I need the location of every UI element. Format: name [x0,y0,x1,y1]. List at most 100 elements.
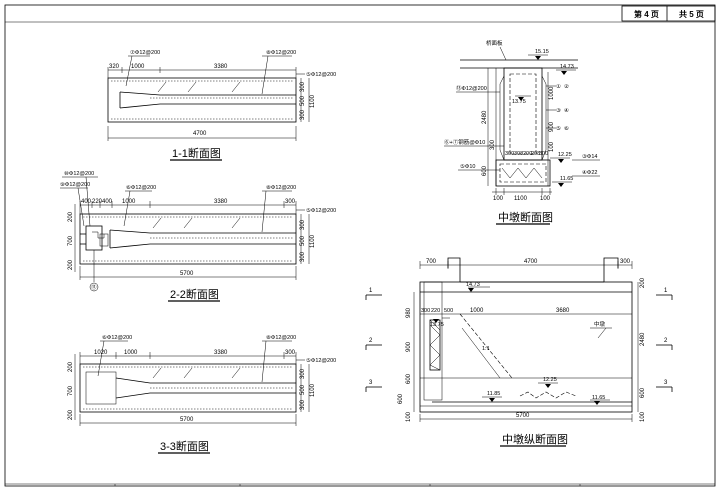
pier-el-1473: 14.73 [560,64,574,70]
section-2-2: 400 220 400 1000 3380 300 ⑩Φ12@200 ⑨Φ12@… [60,170,336,302]
longit-right-parapet [603,257,619,282]
pier-el-1375-mark [518,97,524,101]
section-2-2-dim-500r: 500 [300,235,306,246]
section-3-3-dim-300: 300 [285,350,296,356]
page-number: 第 4 页 [634,9,659,19]
pier-rebar-l3: ⑤Φ10 [460,163,475,170]
section-1-1-dim-320: 320 [109,64,120,70]
longit-sec1-left: 1 [369,288,373,294]
longit-r-2480: 2480 [640,332,646,346]
section-2-2-haunch-top [109,229,296,234]
longit-slope-line [459,313,513,379]
pier-dim-300: 300 [490,139,496,150]
longit-r-600: 600 [640,387,646,398]
section-3-3-dim-700: 700 [68,385,74,396]
longit-el-1185: 11.85 [487,391,500,397]
section-3-3-dim-1100: 1100 [310,383,316,397]
pier-dim-600: 600 [482,165,488,176]
section-2-2-dim-300r: 300 [300,251,306,262]
section-2-2-dim-3380: 3380 [214,199,228,205]
section-2-2-dim-220: 220 [92,199,103,205]
section-2-2-dim-700: 700 [68,235,74,246]
longit-outline [419,281,633,413]
section-2-2-tie-1 [152,217,162,229]
section-3-3-title: 3-3断面图 [160,439,209,453]
pier-el-1165: 11.65 [560,176,573,182]
longitudinal-section: 700 4700 300 14.73 300 220 500 1000 3680… [365,257,673,447]
pier-mark-1: ① [556,83,561,90]
longit-dim-700: 700 [426,259,437,265]
section-1-1-dim-1000: 1000 [131,64,145,70]
longit-el-1473: 14.73 [466,282,480,288]
longit-sec3-left: 3 [369,380,373,386]
pier-bottom-100: 100 [493,196,504,202]
section-1-1-dim-300: 300 [300,109,306,120]
pier-el-1165-mark [558,183,564,187]
longit-h-1000: 1000 [470,308,484,314]
section-2-2-rebar-b-label: ⑨Φ12@200 [60,181,90,188]
section-2-2-tie-2 [183,217,193,229]
longit-h-3680: 3680 [556,308,570,314]
pier-mark-3: ③ [556,107,561,114]
section-3-3-dim-500r: 500 [300,384,306,395]
longit-v-980: 980 [406,307,412,318]
pier-rebar-l1: ⑬Φ12@200 [456,84,487,92]
pier-b-200: 200 [523,151,532,157]
section-2-2-outline [79,213,297,265]
pier-mark-4: ④ [564,107,569,114]
section-2-2-haunch-bot [109,243,296,249]
pier-bottom-1100: 1100 [514,196,528,202]
section-3-3-tie-1 [152,367,162,379]
longit-r-200: 200 [640,277,646,288]
section-3-3-dim-1020: 1020 [94,350,108,356]
pier-el-1515-mark [535,56,541,60]
section-2-2-dim-300: 300 [285,199,296,205]
longit-el-1375-mark [433,319,439,323]
section-3-3-inner-block [85,371,117,405]
pier-el-1225-mark [558,159,564,163]
section-2-2-socket-plate [99,233,109,247]
section-1-1-dim-3380: 3380 [214,64,228,70]
longit-sec2-right: 2 [664,338,668,344]
section-2-2-dim-200: 200 [68,211,74,222]
section-1-1-dim-300b: 300 [300,81,306,92]
longit-sec3-right: 3 [664,380,668,386]
section-1-1: 320 1000 3380 ⑦Φ12@200 ⑧Φ12@200 ⑤Φ12@200… [107,49,336,161]
section-1-1-dim-4700: 4700 [193,131,207,137]
pier-bottom-100b: 100 [540,196,551,202]
longit-el-1185-mark [489,398,495,402]
section-3-3-dim-300r2: 300 [300,368,306,379]
section-3-3-dim-300r: 300 [300,399,306,410]
section-3-3-dim-200b: 200 [68,409,74,420]
longit-el-1165: 11.65 [592,395,605,401]
pier-rebar-r1: ③Φ14 [582,153,597,160]
section-2-2-socket-inner [92,231,105,239]
pier-haunch [499,75,505,161]
pier-section: 桥面板 15.15 14.73 13.75 12.25 11.65 ③Φ14 ④… [444,39,600,225]
section-1-1-rebar-top-label: ⑦Φ12@200 [130,49,160,56]
section-2-2-title: 2-2断面图 [170,287,219,301]
section-2-2-tie-3 [231,217,241,229]
section-1-1-title: 1-1断面图 [172,146,221,160]
longit-dim-4700: 4700 [524,259,538,265]
section-2-2-dim-5700: 5700 [180,271,194,277]
section-1-1-tie-1 [157,81,167,93]
pier-dim-1000: 1000 [549,86,555,100]
section-1-1-outline [107,77,297,123]
section-2-2-dim-1100: 1100 [310,234,316,248]
pier-footing-hatch [501,167,543,179]
longit-sec2-left: 2 [369,338,373,344]
section-1-1-tie-2 [187,81,197,93]
section-3-3-rebar-c-label: ⑤Φ12@200 [306,357,336,364]
section-3-3-outline [79,363,297,413]
pier-title: 中墩断面图 [498,210,553,224]
longit-h-500: 500 [444,308,453,314]
longit-el-1225-mark [545,384,551,388]
longit-slope: 1:1 [482,346,490,352]
section-2-2-dim-1000: 1000 [122,199,136,205]
section-3-3-dim-3380: 3380 [214,350,228,356]
section-3-3-dim-200: 200 [68,361,74,372]
longit-left-parapet [447,257,461,282]
longit-el-1225: 12.25 [543,377,557,383]
